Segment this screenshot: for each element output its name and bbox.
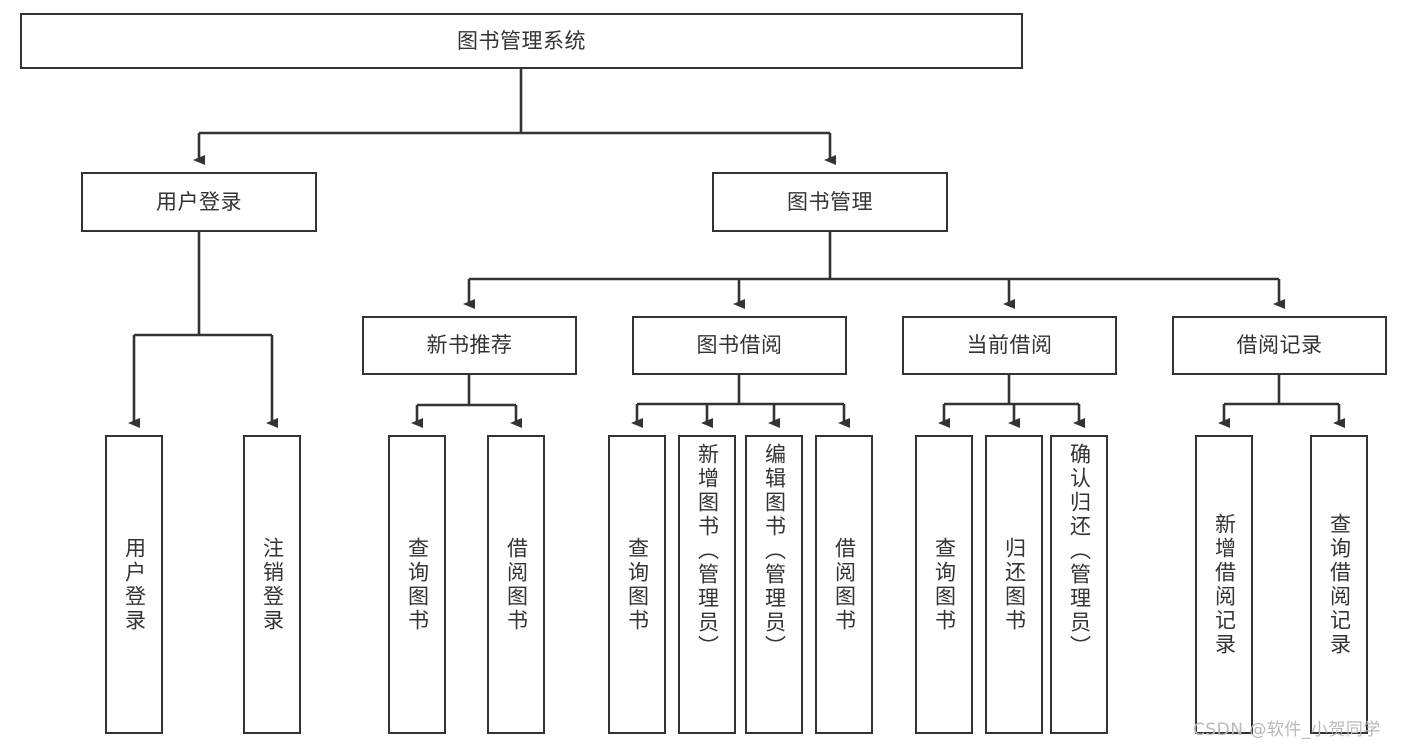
node-root-system[interactable]: 图书管理系统 [20,13,1023,69]
node-user-login[interactable]: 用户登录 [81,172,317,232]
node-leaf-add-book[interactable]: 新增图书（管理员） [678,435,736,734]
node-label: 编辑图书（管理员） [762,443,787,659]
node-label: 新书推荐 [426,333,513,358]
node-label: 图书管理系统 [457,28,586,53]
node-label: 新增借阅记录 [1212,512,1237,657]
node-book-manage[interactable]: 图书管理 [712,172,948,232]
node-label: 用户登录 [122,536,147,633]
node-label: 确认归还（管理员） [1067,443,1092,659]
node-leaf-edit-book[interactable]: 编辑图书（管理员） [745,435,803,734]
node-label: 归还图书 [1002,536,1027,633]
node-label: 查询图书 [405,536,430,633]
node-borrow-record[interactable]: 借阅记录 [1172,316,1387,375]
node-leaf-logout[interactable]: 注销登录 [243,435,301,734]
node-label: 注销登录 [260,536,285,633]
node-leaf-query-record[interactable]: 查询借阅记录 [1310,435,1368,734]
node-leaf-add-record[interactable]: 新增借阅记录 [1195,435,1253,734]
node-current-borrow[interactable]: 当前借阅 [902,316,1117,375]
node-book-borrow[interactable]: 图书借阅 [632,316,847,375]
node-leaf-borrow-book-1[interactable]: 借阅图书 [487,435,545,734]
node-leaf-query-book-1[interactable]: 查询图书 [388,435,446,734]
node-label: 当前借阅 [966,333,1053,358]
node-label: 查询图书 [625,536,650,633]
node-label: 查询借阅记录 [1327,512,1352,657]
node-label: 借阅图书 [832,536,857,633]
node-leaf-return-book[interactable]: 归还图书 [985,435,1043,734]
node-label: 查询图书 [932,536,957,633]
node-label: 借阅记录 [1236,333,1323,358]
watermark-text: CSDN @软件_小贺同学 [1193,720,1381,740]
node-label: 新增图书（管理员） [695,443,720,659]
node-label: 借阅图书 [504,536,529,633]
node-leaf-borrow-book-2[interactable]: 借阅图书 [815,435,873,734]
node-leaf-confirm-return[interactable]: 确认归还（管理员） [1050,435,1108,734]
node-leaf-query-book-2[interactable]: 查询图书 [608,435,666,734]
node-label: 图书借阅 [696,333,783,358]
node-leaf-query-book-3[interactable]: 查询图书 [915,435,973,734]
node-label: 图书管理 [787,189,873,214]
node-leaf-user-login[interactable]: 用户登录 [105,435,163,734]
node-label: 用户登录 [156,189,242,214]
node-new-book-rec[interactable]: 新书推荐 [362,316,577,375]
